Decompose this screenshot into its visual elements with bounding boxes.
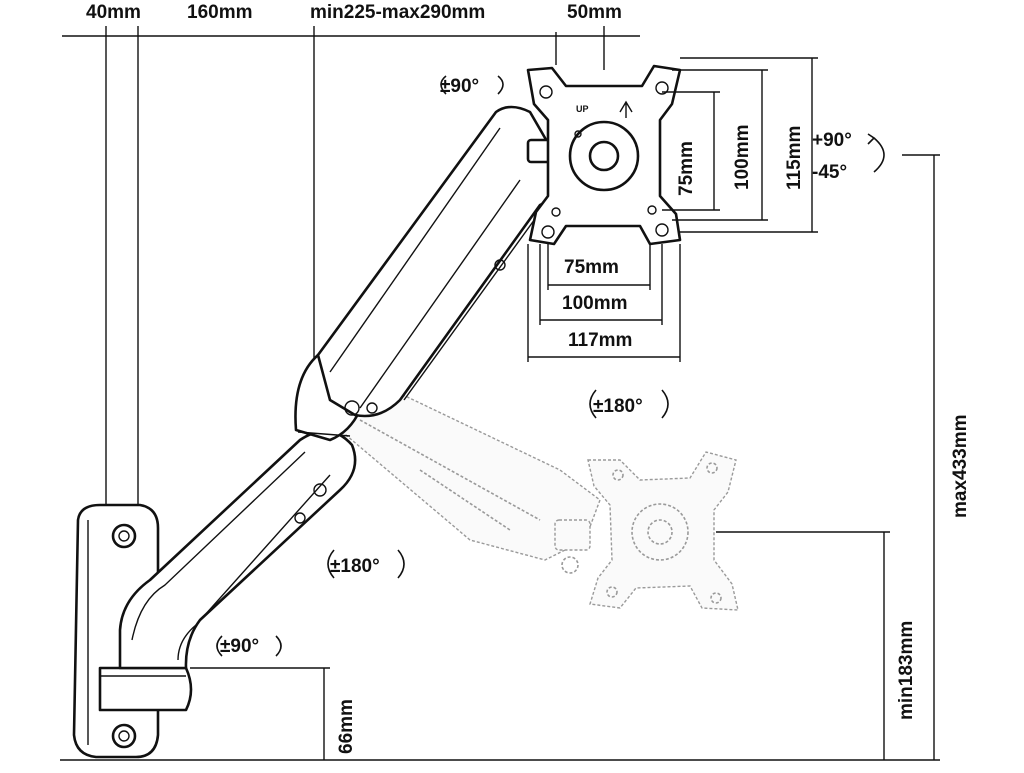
dim-v-100mm: 100mm [732, 125, 753, 191]
dim-max433mm: max433mm [950, 414, 971, 518]
wall-plate [72, 503, 193, 759]
rotation-top-label: ±90° [440, 76, 479, 97]
rotate-arrow-icon [440, 75, 447, 95]
rotation-mid-right-label: ±180° [593, 396, 643, 417]
rotation-mid-left-label: ±180° [330, 556, 380, 577]
rotate-arrow-icon [497, 75, 504, 95]
rotate-arrow-icon [397, 549, 405, 579]
rotate-arrow-icon [589, 389, 597, 419]
dim-min225-max290mm: min225-max290mm [310, 2, 485, 23]
rotation-mid-right: ±180° [589, 389, 669, 419]
dim-40mm: 40mm [86, 2, 141, 23]
dim-160mm: 160mm [187, 2, 253, 23]
rotation-top: ±90° [440, 75, 504, 97]
dim-min183mm: min183mm [896, 621, 917, 720]
vesa-up-label: UP [576, 104, 589, 114]
dim-66mm: 66mm [336, 699, 357, 754]
vesa-plate [526, 64, 682, 246]
tilt-down-label: -45° [812, 162, 847, 183]
tilt-arrow-icon [873, 137, 885, 173]
rotate-arrow-icon [275, 635, 282, 657]
rotate-arrow-icon [661, 389, 669, 419]
rotation-base: ±90° [216, 635, 282, 657]
dim-50mm: 50mm [567, 2, 622, 23]
tilt-arrowhead-icon [867, 133, 876, 145]
rotate-arrow-icon [327, 549, 335, 579]
dim-h-75mm: 75mm [564, 257, 619, 278]
dim-v-115mm: 115mm [784, 126, 805, 190]
upper-arm [316, 105, 562, 418]
height-dimension-lines [60, 154, 940, 761]
ghost-vesa-plate [587, 451, 739, 611]
rotation-base-label: ±90° [220, 636, 259, 657]
tilt-up-label: +90° [812, 130, 852, 151]
dim-v-75mm: 75mm [676, 141, 697, 196]
lower-arm [118, 348, 362, 670]
rotate-arrow-icon [216, 635, 223, 657]
dim-h-100mm: 100mm [562, 293, 628, 314]
top-dimension-lines [62, 26, 640, 505]
dim-h-117mm: 117mm [568, 330, 632, 351]
vesa-dimension-lines [527, 57, 818, 362]
rotation-mid-left: ±180° [327, 549, 405, 579]
ghost-arm-lowered [329, 358, 601, 574]
